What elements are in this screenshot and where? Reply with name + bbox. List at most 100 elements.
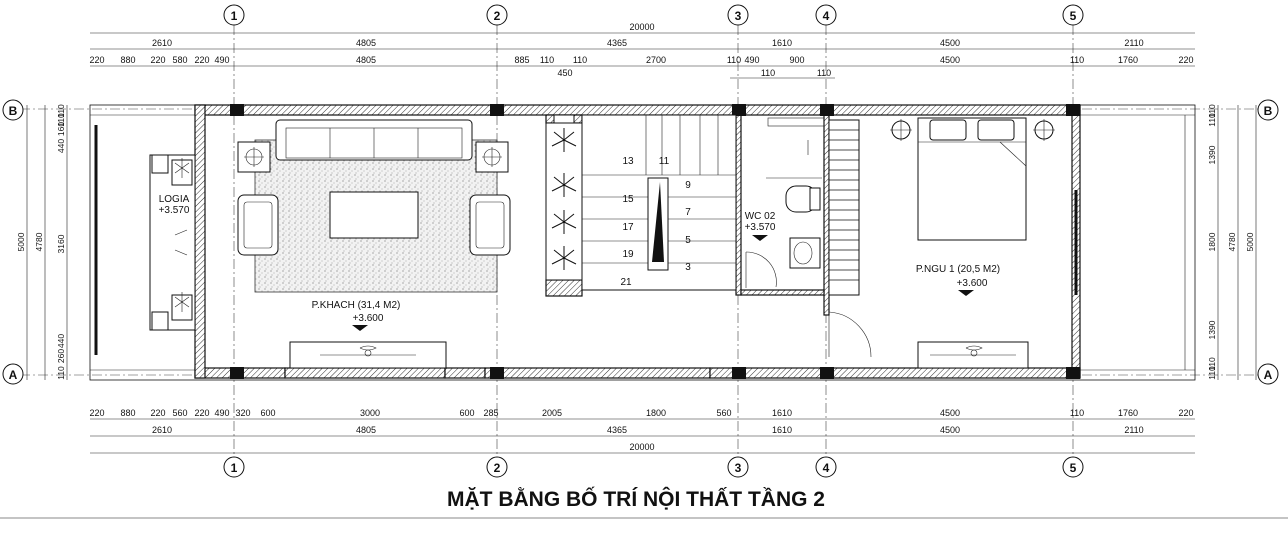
dimension-bottom: 220 880 220 560 220 490 320 600 3000 600… xyxy=(89,408,1195,454)
dim-bottom-r1: 1760 xyxy=(1118,408,1138,418)
room-name-wc: WC 02 xyxy=(745,211,776,222)
dim-bottom-r1: 600 xyxy=(260,408,275,418)
dim-bottom-r2: 4500 xyxy=(940,425,960,435)
dim-bottom-r1: 1610 xyxy=(772,408,792,418)
stair-step-3: 3 xyxy=(685,262,691,273)
living-room-furniture xyxy=(237,119,511,369)
dim-bottom-r1: 110 xyxy=(1070,408,1084,418)
dim-bottom-r2: 4805 xyxy=(356,425,376,435)
dim-top-r3: 110 xyxy=(573,55,587,65)
dim-top-r3: 580 xyxy=(172,55,187,65)
svg-text:3: 3 xyxy=(735,9,742,23)
axis-bubble-top-1: 1 xyxy=(223,4,245,26)
dim-top-r3: 1760 xyxy=(1118,55,1138,65)
planter-plants-icon xyxy=(545,114,583,281)
dim-top-r3: 110 xyxy=(727,55,741,65)
stair-step-17: 17 xyxy=(622,222,634,233)
dim-bottom-r1: 4500 xyxy=(940,408,960,418)
dim-bottom-r2: 2610 xyxy=(152,425,172,435)
dim-top-4500: 4500 xyxy=(940,38,960,48)
svg-text:110: 110 xyxy=(1207,104,1217,118)
dim-top-overall: 20000 xyxy=(629,22,654,32)
axis-bubble-top-2: 2 xyxy=(486,4,508,26)
dim-left-outer: 5000 xyxy=(16,232,26,251)
stair-step-5: 5 xyxy=(685,235,691,246)
room-name-bedroom: P.NGU 1 (20,5 M2) xyxy=(916,264,1000,275)
dim-bottom-r2: 2110 xyxy=(1124,425,1143,435)
svg-text:5: 5 xyxy=(1070,9,1077,23)
dim-top-r3: 490 xyxy=(214,55,229,65)
svg-text:4: 4 xyxy=(823,461,830,475)
dimension-top: 20000 2610 4805 4365 1610 4500 2110 220 … xyxy=(89,22,1195,79)
svg-text:160: 160 xyxy=(56,122,66,136)
stair-step-13: 13 xyxy=(622,156,634,167)
dim-bottom-r1: 320 xyxy=(235,408,250,418)
svg-text:2: 2 xyxy=(494,9,501,23)
wc-fixtures xyxy=(745,117,825,288)
room-level-living: +3.600 xyxy=(353,313,384,324)
dim-left-mid: 4780 xyxy=(34,232,44,251)
axis-bubble-top-4: 4 xyxy=(815,4,837,26)
staircase xyxy=(581,114,737,291)
dim-right-mid: 4780 xyxy=(1227,232,1237,251)
dim-top-2110: 2110 xyxy=(1124,38,1143,48)
room-name-living: P.KHACH (31,4 M2) xyxy=(312,300,401,311)
svg-text:440: 440 xyxy=(56,139,66,153)
dimension-left: 5000 4780 110 110 160 440 3160 440 260 1… xyxy=(16,104,68,380)
dim-top-r3: 885 xyxy=(514,55,529,65)
dim-top-sub: 110 xyxy=(817,68,831,78)
dim-top-r3: 220 xyxy=(89,55,104,65)
axis-bubble-left-a: A xyxy=(2,363,24,385)
svg-text:110: 110 xyxy=(56,104,66,118)
axis-bubble-left-b: B xyxy=(2,99,24,121)
dim-top-r3: 2700 xyxy=(646,55,666,65)
svg-text:440: 440 xyxy=(56,334,66,348)
axis-bubble-top-5: 5 xyxy=(1062,4,1084,26)
axis-bubble-bottom-3: 3 xyxy=(727,456,749,478)
stair-step-7: 7 xyxy=(685,207,691,218)
dim-bottom-r1: 220 xyxy=(150,408,165,418)
dim-bottom-r1: 560 xyxy=(172,408,187,418)
svg-text:1: 1 xyxy=(231,461,238,475)
axis-bubble-right-a: A xyxy=(1257,363,1279,385)
dim-bottom-r1: 3000 xyxy=(360,408,380,418)
dim-bottom-r2: 1610 xyxy=(772,425,792,435)
axis-bubble-top-3: 3 xyxy=(727,4,749,26)
dim-top-r3: 490 xyxy=(744,55,759,65)
dim-bottom-r1: 490 xyxy=(214,408,229,418)
svg-text:2: 2 xyxy=(494,461,501,475)
svg-text:A: A xyxy=(1264,368,1273,382)
dim-bottom-overall: 20000 xyxy=(629,442,654,452)
dim-top-r3: 4500 xyxy=(940,55,960,65)
axis-bubble-bottom-5: 5 xyxy=(1062,456,1084,478)
stair-step-19: 19 xyxy=(622,249,634,260)
svg-text:4: 4 xyxy=(823,9,830,23)
dim-top-4365: 4365 xyxy=(607,38,627,48)
svg-text:260: 260 xyxy=(56,349,66,363)
dim-bottom-r1: 880 xyxy=(120,408,135,418)
dimension-right: 110 110 1390 1800 1390 110 110 4780 5000 xyxy=(1207,104,1257,380)
dim-bottom-r1: 2005 xyxy=(542,408,562,418)
stair-step-15: 15 xyxy=(622,194,634,205)
svg-text:110: 110 xyxy=(56,366,66,380)
dim-top-4805: 4805 xyxy=(356,38,376,48)
svg-text:3: 3 xyxy=(735,461,742,475)
dim-top-r3: 220 xyxy=(194,55,209,65)
room-name-logia: LOGIA xyxy=(159,194,190,205)
svg-text:110: 110 xyxy=(56,113,66,127)
room-level-bedroom: +3.600 xyxy=(957,278,988,289)
svg-text:110: 110 xyxy=(1207,357,1217,371)
room-level-logia: +3.570 xyxy=(159,205,190,216)
dim-top-sub: 450 xyxy=(557,68,572,78)
dim-bottom-r1: 285 xyxy=(483,408,498,418)
dim-top-r3: 220 xyxy=(150,55,165,65)
dim-bottom-r1: 220 xyxy=(89,408,104,418)
dim-top-r3: 4805 xyxy=(356,55,376,65)
svg-text:110: 110 xyxy=(1207,113,1217,127)
dim-top-r3: 220 xyxy=(1178,55,1193,65)
svg-text:1390: 1390 xyxy=(1207,320,1217,339)
dim-bottom-r2: 4365 xyxy=(607,425,627,435)
dim-bottom-r1: 600 xyxy=(459,408,474,418)
bedroom-furniture xyxy=(828,117,1055,369)
